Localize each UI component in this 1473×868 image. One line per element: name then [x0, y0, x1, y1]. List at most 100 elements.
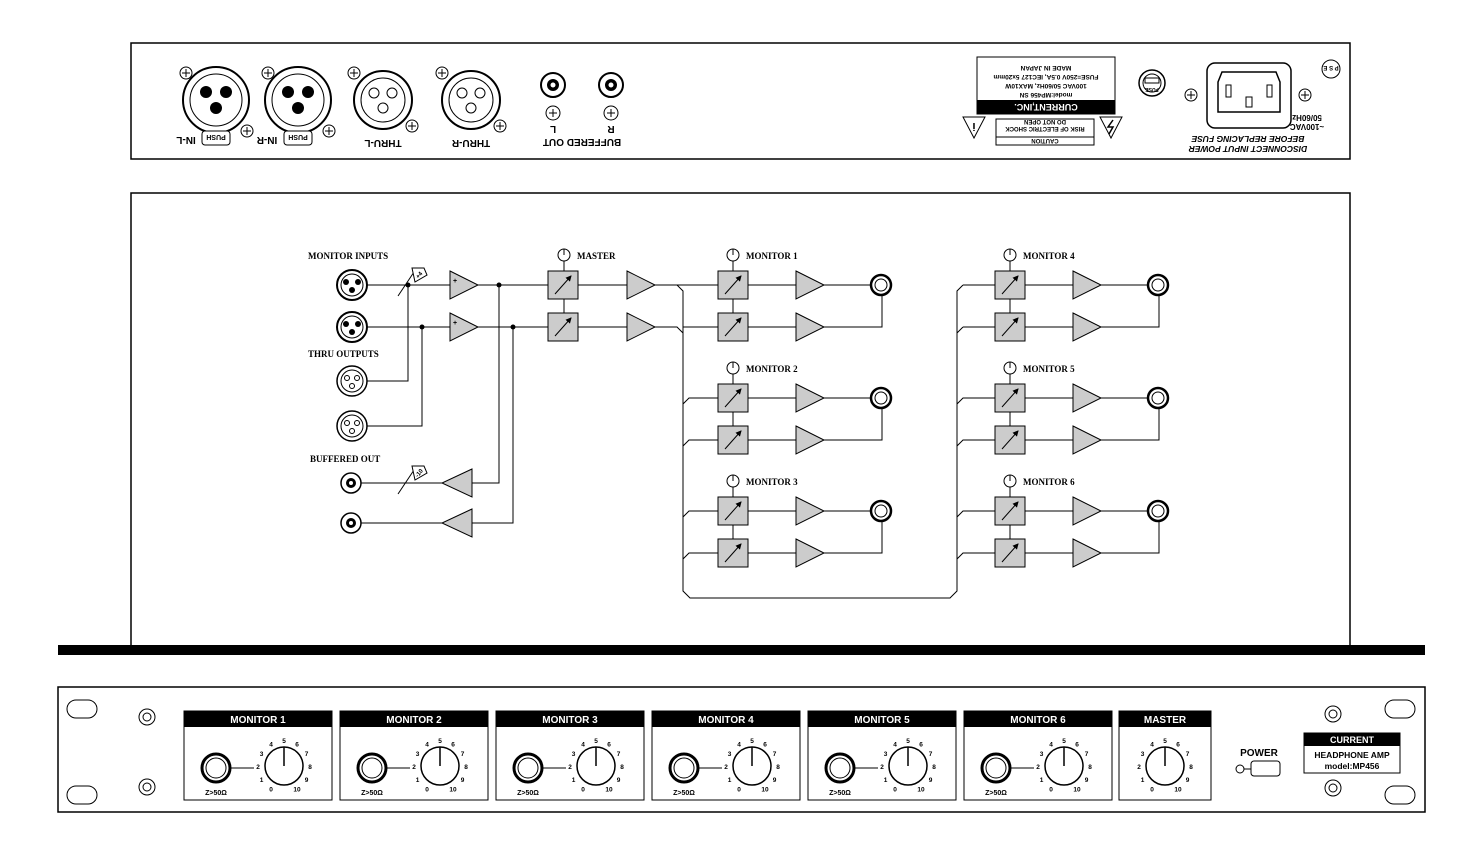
scale-mark: 0: [737, 787, 741, 794]
distribution-bus: [655, 284, 964, 599]
scale-mark: 10: [605, 787, 613, 794]
scale-mark: 0: [893, 787, 897, 794]
scale-mark: 10: [1174, 787, 1182, 794]
svg-text:P S E: P S E: [1323, 64, 1338, 70]
scale-mark: 10: [1073, 787, 1081, 794]
scale-mark: 5: [906, 738, 910, 745]
scale-mark: 8: [1189, 764, 1193, 771]
rca-buffered-left[interactable]: L: [540, 72, 566, 134]
plate-line3: FUSE=250V 0.5A, IEC127 5x20mm: [993, 73, 1098, 80]
impedance-label: Z>50Ω: [673, 790, 695, 797]
xlr-thru-left[interactable]: THRU-L: [347, 66, 419, 148]
scale-mark: 3: [884, 751, 888, 758]
thru-l-label: THRU-L: [364, 137, 401, 148]
scale-mark: 3: [416, 751, 420, 758]
rear-panel-outline: [130, 42, 1351, 160]
plate-line2: 100VAC 50/60Hz, MAX10W: [1004, 82, 1086, 89]
master-amp-l: [626, 270, 657, 300]
buffered-out-title: BUFFERED OUT: [543, 136, 621, 147]
diagram-input-xlr-2: [336, 311, 368, 343]
warning-line2: BEFORE REPLACING FUSE: [1191, 134, 1304, 144]
monitor-label: MONITOR 6: [1023, 477, 1075, 487]
diagram-monitor-3: MONITOR 3: [682, 474, 893, 568]
scale-mark: 4: [893, 742, 897, 749]
rca-buffered-right[interactable]: R: [598, 72, 624, 134]
channel-title: MONITOR 2: [386, 715, 442, 726]
front-master-title: MASTER: [1144, 715, 1187, 726]
scale-mark: 10: [917, 787, 925, 794]
caution-line2: RISK OF ELECTRIC SHOCK: [1005, 125, 1085, 131]
scale-mark: 6: [607, 742, 611, 749]
scale-mark: 4: [581, 742, 585, 749]
in-l-label: IN-L: [176, 134, 195, 145]
buffered-l-label: L: [550, 123, 556, 134]
svg-text:+: +: [453, 320, 457, 327]
xlr-input-right[interactable]: PUSH IN-R: [256, 66, 336, 146]
scale-mark: 9: [305, 777, 309, 784]
power-label: POWER: [1240, 748, 1279, 759]
scale-mark: 0: [269, 787, 273, 794]
scale-mark: 3: [572, 751, 576, 758]
scale-mark: 5: [750, 738, 754, 745]
scale-mark: 2: [568, 764, 572, 771]
scale-mark: 10: [293, 787, 301, 794]
scale-mark: 2: [1036, 764, 1040, 771]
scale-mark: 2: [880, 764, 884, 771]
diagram-rca-out-1: [340, 472, 362, 494]
buffer-amp-1: [440, 468, 473, 498]
scale-mark: 4: [1049, 742, 1053, 749]
push-label-in-r: PUSH: [288, 133, 307, 140]
screw-icon: [138, 778, 156, 796]
diagram-monitor-2: MONITOR 2: [682, 361, 893, 455]
diagram-input-xlr-1: [336, 269, 368, 301]
xlr-input-left[interactable]: PUSH IN-L: [176, 66, 254, 146]
fuse-holder[interactable]: FUSE: [1138, 69, 1166, 97]
screw-icon: [1324, 705, 1342, 723]
caution-title: CAUTION: [1031, 137, 1058, 143]
diagram-rca-out-2: [340, 512, 362, 534]
scale-mark: 3: [1141, 751, 1145, 758]
monitor-amp: [795, 425, 826, 455]
caution-block: i CAUTION RISK OF ELECTRIC SHOCK DO NOT …: [962, 116, 1123, 146]
monitor-amp: [795, 496, 826, 526]
scale-mark: 5: [282, 738, 286, 745]
monitor-amp: [795, 270, 826, 300]
scale-mark: 9: [773, 777, 777, 784]
warning-line1: DISCONNECT INPUT POWER: [1188, 144, 1307, 154]
thru-r-label: THRU-R: [451, 137, 490, 148]
buffer-amp-2: [440, 508, 473, 538]
monitor-amp: [1072, 312, 1103, 342]
scale-mark: 7: [617, 751, 621, 758]
scale-mark: 8: [464, 764, 468, 771]
fuse-label: FUSE: [1145, 86, 1159, 92]
info-triangle-icon: [962, 116, 986, 140]
diagram-monitor-5: MONITOR 5: [956, 361, 1170, 455]
screw-icon: [138, 708, 156, 726]
scale-mark: 3: [1040, 751, 1044, 758]
diagram-thru-xlr-2: [336, 410, 368, 442]
buffered-r-label: R: [607, 123, 615, 134]
scale-mark: 5: [1163, 738, 1167, 745]
iec-power-inlet[interactable]: [1184, 62, 1312, 129]
power-switch[interactable]: [1250, 760, 1281, 777]
scale-mark: 8: [1088, 764, 1092, 771]
svg-text:i: i: [972, 120, 975, 132]
scale-mark: 7: [1186, 751, 1190, 758]
thru-outputs-label: THRU OUTPUTS: [308, 349, 379, 359]
scale-mark: 8: [620, 764, 624, 771]
xlr-thru-right[interactable]: THRU-R: [435, 66, 507, 148]
monitor-label: MONITOR 4: [1023, 251, 1075, 261]
scale-mark: 7: [1085, 751, 1089, 758]
impedance-label: Z>50Ω: [985, 790, 1007, 797]
scale-mark: 8: [308, 764, 312, 771]
rack-slot-bl: [66, 785, 98, 805]
level-plus4-marker: +4: [397, 267, 428, 297]
monitor-amp: [1072, 496, 1103, 526]
scale-mark: 0: [1150, 787, 1154, 794]
